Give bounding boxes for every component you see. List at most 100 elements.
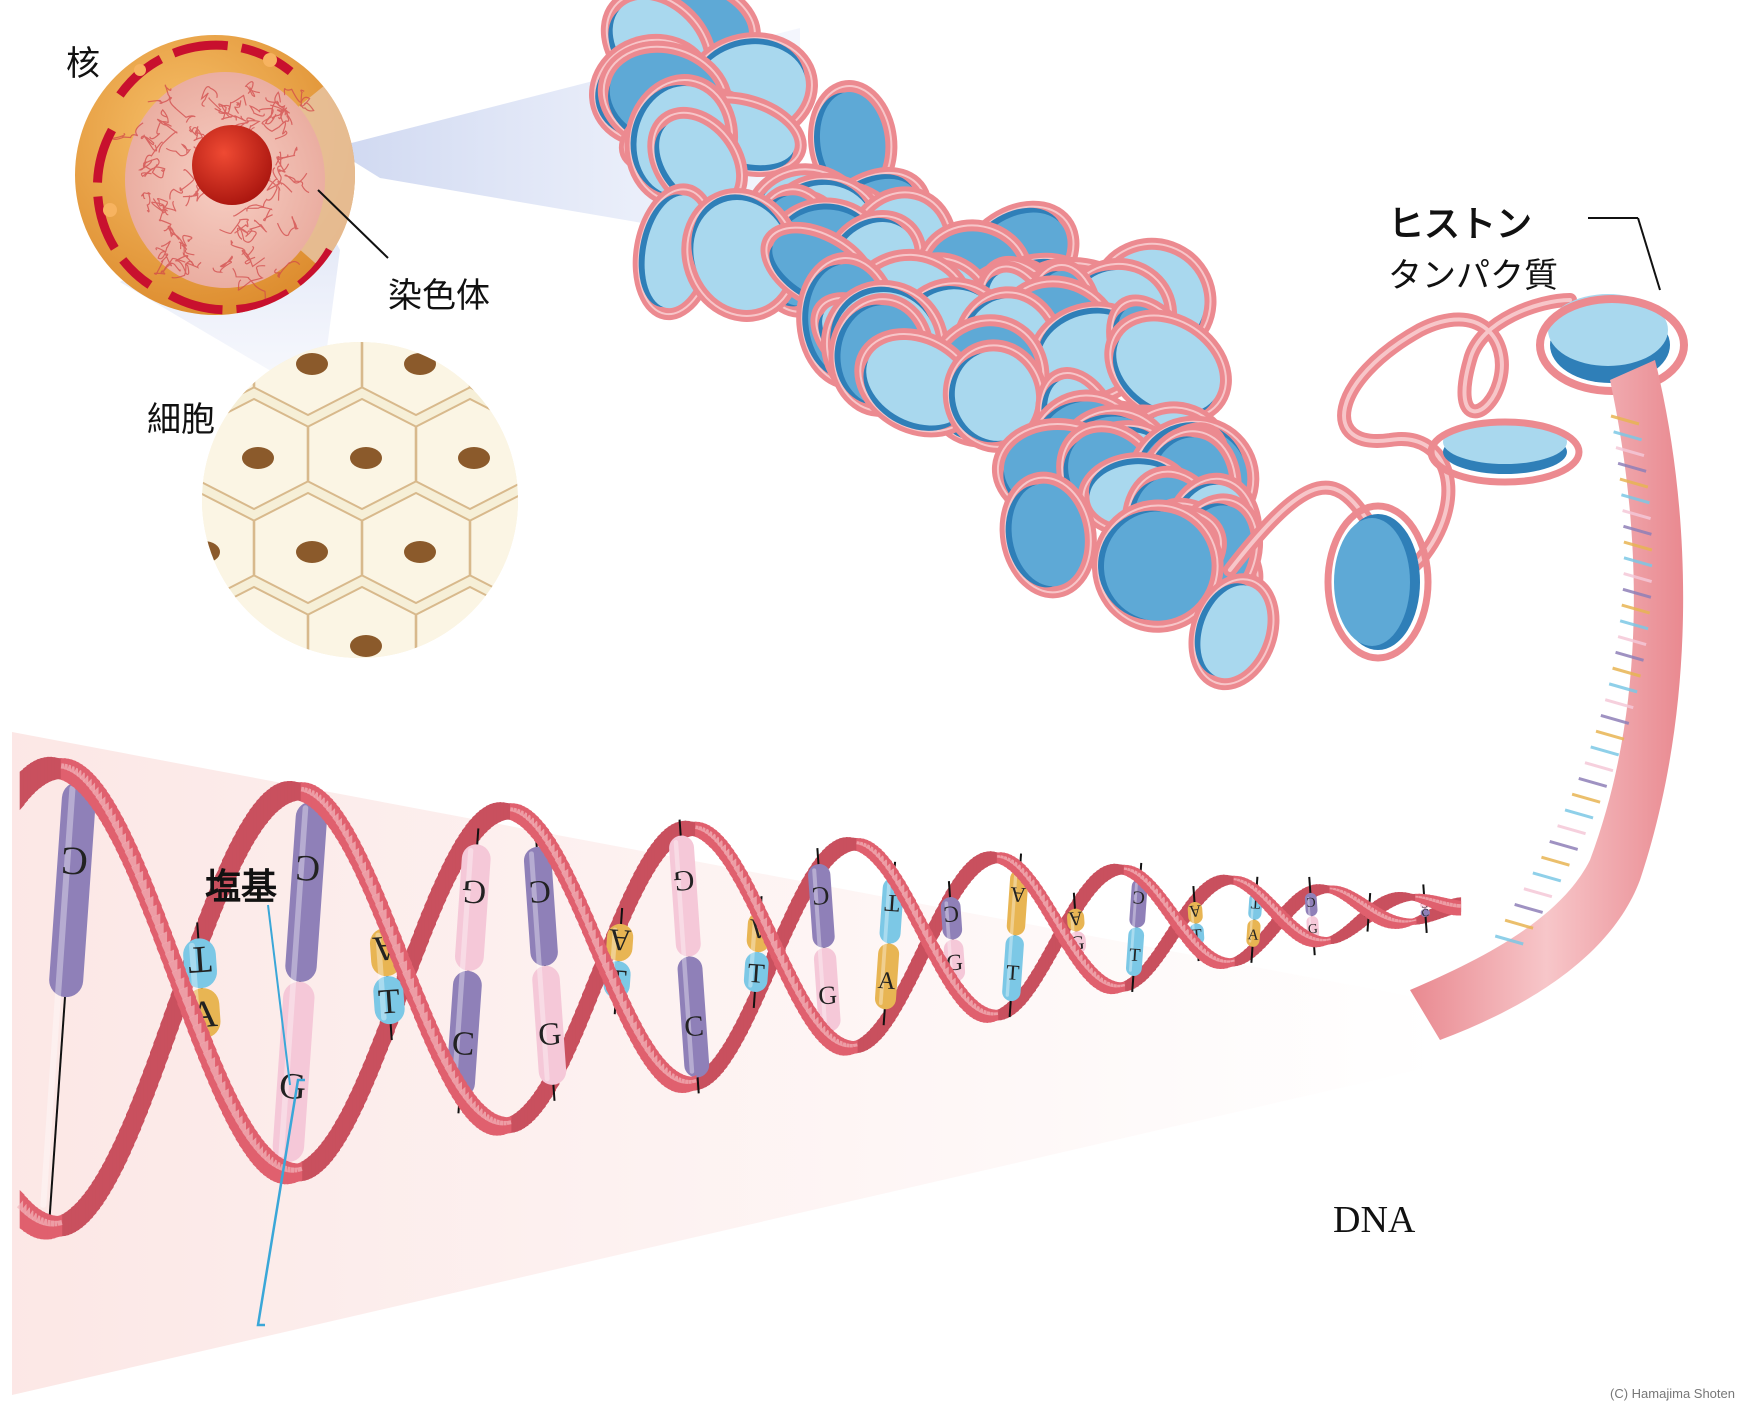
base-letter-bottom: T: [1005, 960, 1020, 985]
chromosome-label: 染色体: [388, 276, 490, 316]
cell-nucleus: [404, 541, 436, 563]
copyright-credit: (C) Hamajima Shoten: [1610, 1386, 1735, 1401]
cell: [38, 305, 145, 415]
cell-nucleus: [350, 259, 382, 281]
base-letter-top: C: [294, 848, 321, 891]
cell: [92, 587, 199, 697]
base-letter-top: A: [1188, 901, 1201, 921]
base-letter-bottom: G: [1307, 921, 1318, 937]
base-letter-top: C: [528, 873, 552, 910]
cell-nucleus: [674, 635, 706, 657]
histone-label: ヒストン: [1388, 204, 1533, 245]
base-letter-bottom: T: [1129, 944, 1142, 965]
base-letter-top: C: [1306, 894, 1316, 910]
cell-nucleus: [404, 729, 436, 751]
histone-protein-label: タンパク質: [1388, 256, 1558, 296]
base-letter-bottom: G: [278, 1064, 307, 1107]
base-pair: GC: [669, 819, 710, 1094]
base-letter-top: A: [608, 922, 632, 957]
cell: [524, 587, 631, 697]
cell: [578, 493, 685, 603]
cell: [254, 681, 361, 791]
base-letter-top: C: [60, 838, 90, 885]
nucleosome: [942, 339, 1049, 453]
base-letter-bottom: T: [377, 981, 401, 1021]
base-letter-top: G: [460, 872, 487, 911]
cell-nucleus: [458, 447, 490, 469]
cell-nucleus: [674, 447, 706, 469]
base-pair: CG: [523, 830, 567, 1101]
cell-label: 細胞: [147, 400, 215, 440]
cell-nucleus: [512, 541, 518, 563]
base-pair: GC: [1420, 884, 1430, 934]
base-pair-bracket: [256, 1078, 305, 1327]
base-letter-bottom: T: [747, 957, 766, 989]
nucleosome: [1188, 573, 1280, 691]
base-letter-bottom: G: [537, 1015, 563, 1053]
base-letter-bottom: C: [451, 1025, 476, 1063]
cell-tissue: [38, 211, 739, 791]
base-letter-top: G: [672, 863, 695, 896]
nucleosome: [1091, 499, 1224, 633]
chromosome-leader: [317, 189, 389, 259]
histone-disc-free: [1427, 418, 1583, 486]
base-pair: AT: [1002, 853, 1029, 1018]
cell-nucleus: [350, 635, 382, 657]
base-pair: C: [40, 765, 96, 1229]
cell-nucleus: [404, 353, 436, 375]
cell: [469, 342, 518, 417]
cell-nucleus: [296, 729, 328, 751]
cell-nucleus: [620, 541, 652, 563]
base-letter-top: C: [811, 881, 830, 911]
cell: [362, 681, 469, 791]
cell-nucleus: [134, 447, 166, 469]
nucleus-label: 核: [66, 44, 100, 84]
cell: [524, 211, 631, 321]
cell-nucleus: [620, 353, 652, 375]
base-letter-bottom: A: [877, 967, 897, 995]
histone-disc-labeled: [1536, 294, 1688, 395]
cell-nucleus: [512, 353, 518, 375]
cell-nucleus: [202, 353, 220, 375]
base-pair: TA: [874, 861, 904, 1026]
cell: [524, 399, 631, 509]
base-letter-top: C: [943, 901, 960, 927]
cell: [38, 493, 145, 603]
dna-stem: [1410, 360, 1684, 1040]
histone-disc-free: [1324, 502, 1432, 662]
dna-stem-stripes: [1494, 414, 1653, 946]
cell-nucleus: [566, 259, 598, 281]
cell-nucleus: [620, 729, 652, 751]
base-label: 塩基: [205, 867, 278, 908]
cell: [632, 587, 739, 697]
cell-nucleus: [242, 447, 274, 469]
cell-nucleus: [458, 635, 490, 657]
histone-leader-diagonal: [1637, 217, 1661, 291]
base-letter-top: A: [1009, 882, 1027, 907]
nucleosome: [999, 471, 1097, 599]
cell: [470, 681, 577, 791]
cell-nucleus: [512, 729, 544, 751]
dna-label: DNA: [1333, 1199, 1416, 1241]
cell-nucleus: [296, 541, 328, 563]
base-letter-bottom: C: [683, 1010, 705, 1043]
cell-nucleus: [242, 635, 274, 657]
base-letter-top: C: [1132, 887, 1146, 908]
cell-nucleus: [350, 447, 382, 469]
cell-nucleus: [566, 635, 598, 657]
cell-nucleus: [296, 353, 328, 375]
cell-nucleus: [188, 729, 220, 751]
cell: [578, 681, 685, 791]
nucleosome: [1104, 309, 1232, 425]
base-letter-bottom: A: [1247, 926, 1259, 944]
cell-nucleus: [202, 541, 220, 563]
chromatin-fiber: [588, 0, 1280, 691]
cell: [578, 305, 685, 415]
base-letter-bottom: C: [1421, 908, 1429, 919]
base-leader: [267, 904, 291, 1086]
base-letter-top: T: [187, 937, 213, 981]
base-pair: CG: [808, 848, 841, 1048]
cell-nucleus: [80, 541, 112, 563]
nucleosome: [854, 328, 982, 438]
